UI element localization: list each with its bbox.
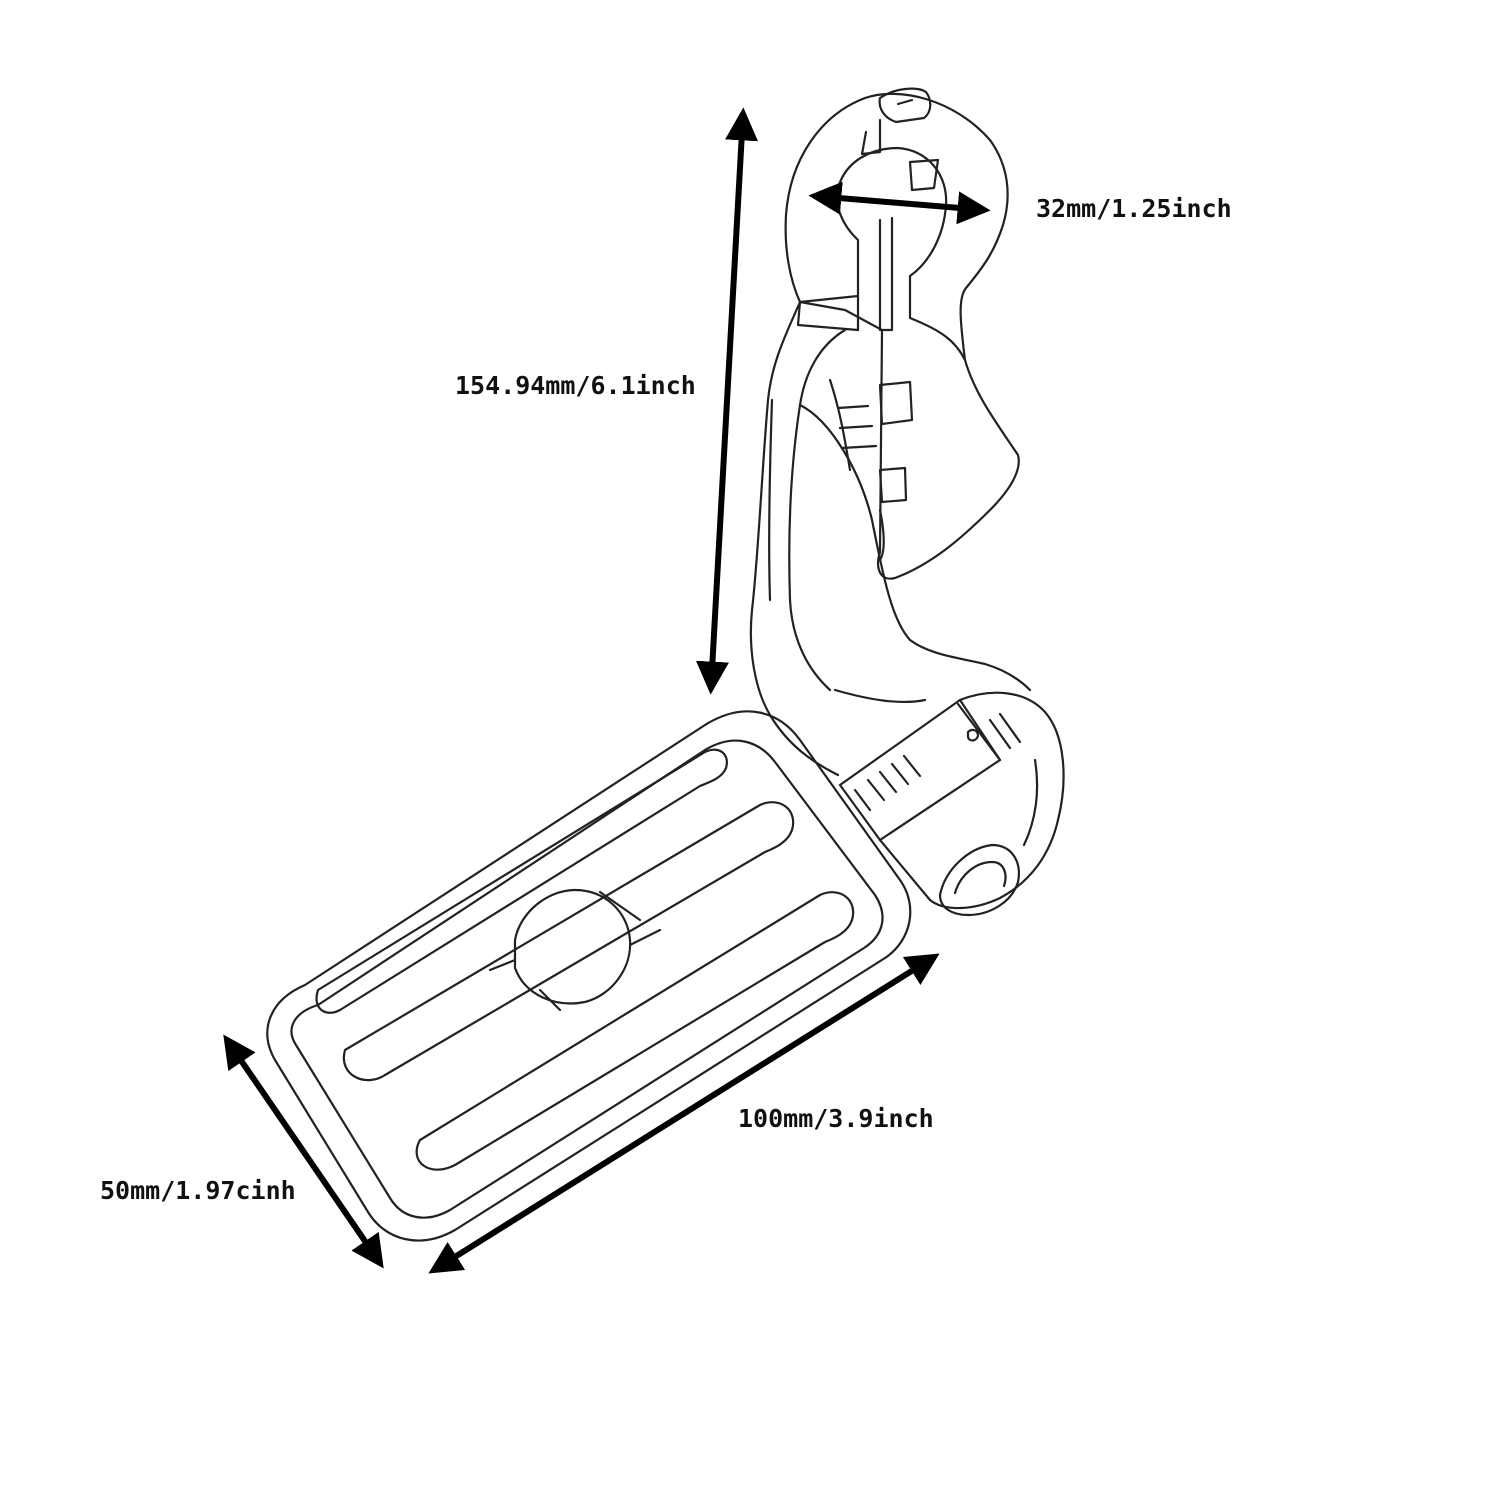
overall-height-label: 154.94mm/6.1inch (455, 371, 696, 400)
peg-length-label: 100mm/3.9inch (738, 1104, 934, 1133)
footpeg-platform (266, 710, 912, 1242)
footpeg-sketch (266, 87, 1065, 1242)
support-arm (749, 300, 1032, 777)
dimension-arrows (223, 107, 991, 1274)
hinge-block (838, 691, 1065, 917)
peg-width-label: 50mm/1.97cinh (100, 1176, 296, 1205)
tube-diameter-label: 32mm/1.25inch (1036, 194, 1232, 223)
clamp-head (784, 87, 1020, 580)
height-arrow (695, 107, 759, 695)
length-arrow (428, 953, 940, 1274)
tube-diameter-arrow (808, 181, 991, 225)
width-arrow (223, 1034, 384, 1269)
